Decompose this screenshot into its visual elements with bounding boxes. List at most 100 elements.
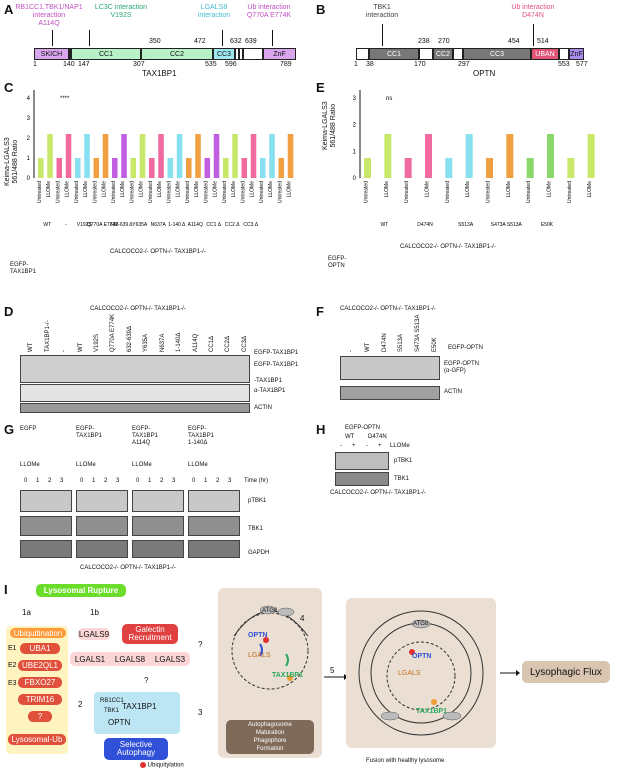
g-time-tick: 1 [36,478,40,484]
blot-d-actin [20,403,250,413]
h-row-ptbk1: pTBK1 [394,458,413,464]
bar [404,158,412,178]
h-header: EGFP-OPTN [345,425,381,431]
blot-f-optn [340,356,440,380]
lgals3-label: LGALS3 [154,654,186,664]
bar-label: Untreated [185,181,191,203]
arrow-rb1cc1 [52,30,53,46]
bar-label: LLOMe [194,181,200,198]
g-time-tick: 2 [48,478,52,484]
panel-c-cells: CALCOCO2-/- OPTN-/- TAX1BP1-/- [110,249,206,255]
significance-label: ns [386,96,392,102]
h-sign-4: + [378,443,382,449]
num-1: 1 [33,61,37,68]
g-time-tick: 1 [92,478,96,484]
bar [269,134,275,178]
bar [176,134,183,178]
g-time-label: Time (hr) [244,478,269,484]
optn-num-38: 38 [366,61,374,68]
panel-a: RB1CC1,TBK1/NAP1 interaction A114Q LC3C … [14,4,299,96]
lysophagic-flux-box: Lysophagic Flux [522,661,610,683]
lane-label: CC3Δ [241,335,248,352]
g-time-tick: 2 [216,478,220,484]
optn-num-170: 170 [414,61,426,68]
fusion-atg8: ATG8 [413,621,429,627]
panel-label-c: C [4,80,14,95]
d-right-2: -TAX1BP1 [254,378,282,384]
optn-domain-bar: CC1 CC2 CC3 UBAN ZnF [356,48,584,60]
bar [364,158,371,178]
g-blot [132,540,184,558]
g-time-tick: 0 [136,478,140,484]
bar-label: LLOMe [506,181,512,198]
bar [445,158,453,178]
f-right-2: EGFP-OPTN (α-GFP) [444,361,480,374]
arrow-lc3c [89,30,90,46]
g-time-tick: 3 [60,478,64,484]
bar-label: LLOMe [139,181,145,198]
bar-label: Untreated [203,181,209,203]
y-tick-label: 4 [27,96,31,102]
domain-cc2: CC2 [141,48,213,60]
bar-label: Untreated [259,181,265,203]
bar [75,158,81,178]
num-789: 789 [280,61,292,68]
lane-label: 1-140Δ [176,332,183,352]
tbk1-annotation: TBK1 interaction [365,4,399,19]
g-row-ptbk1: pTBK1 [248,498,267,504]
bar-label: LLOMe [213,181,219,198]
bar-label: LLOMe [102,181,108,198]
construct-label: N637A [151,222,167,228]
num-514: 514 [537,38,549,45]
lgals-in-phagophore: LGALS [248,652,271,659]
fusion-optn: OPTN [412,653,432,660]
step-2: 2 [78,700,83,709]
panel-label-b: B [316,2,326,17]
lane-label: - [61,350,68,352]
step-1a: 1a [22,608,31,617]
lane-label: E50K [431,337,438,352]
panel-e-cells: CALCOCO2-/- OPTN-/- TAX1BP1-/- [400,244,496,250]
bar [506,134,514,178]
question-mark-3: ? [198,640,203,649]
ubiquitination-box: Ubiquitination [10,628,66,638]
num-535: 535 [205,61,217,68]
panel-label-i: I [4,582,8,597]
lysosomal-ub-box: Lysosomal-Ub [8,734,66,745]
construct-label: 632-639 Δ [110,222,133,228]
bar-label: LLOMe [250,181,256,198]
bar-label: Untreated [445,181,451,203]
uba1-box: UBA1 [20,643,60,654]
h-sign-2: + [352,443,356,449]
h-cells: CALCOCO2-/- OPTN-/- TAX1BP1-/- [330,490,426,496]
bar-label: LLOMe [268,181,274,198]
g-time-tick: 3 [172,478,176,484]
bar [287,134,294,178]
g-time-tick: 0 [80,478,84,484]
bar [278,158,285,178]
y-tick-label: 1 [353,149,357,155]
panel-label-a: A [4,2,14,17]
bar-label: Untreated [526,181,532,203]
blot-h-ptbk1 [335,452,389,470]
h-row-tbk1: TBK1 [394,476,410,482]
lgals8-label: LGALS8 [114,654,146,664]
bar [384,134,392,178]
fbxo27-box: FBXO27 [18,677,62,688]
step-1b: 1b [90,608,99,617]
num-350: 350 [149,38,161,45]
bar-label: Untreated [37,181,43,203]
g-blot [20,490,72,512]
lane-label: A114Q [192,333,199,352]
g-blot [188,516,240,536]
bar-label: Untreated [486,181,492,203]
bar [465,134,473,178]
bar [250,134,257,178]
e1-label: E1 [8,645,17,652]
construct-label: - [65,222,67,228]
lane-label: S513A [398,333,405,352]
lane-label: CC1Δ [208,335,215,352]
bar [425,134,432,178]
step-4: 4 [300,614,305,623]
selective-autophagy-box: Selective Autophagy [104,738,168,760]
